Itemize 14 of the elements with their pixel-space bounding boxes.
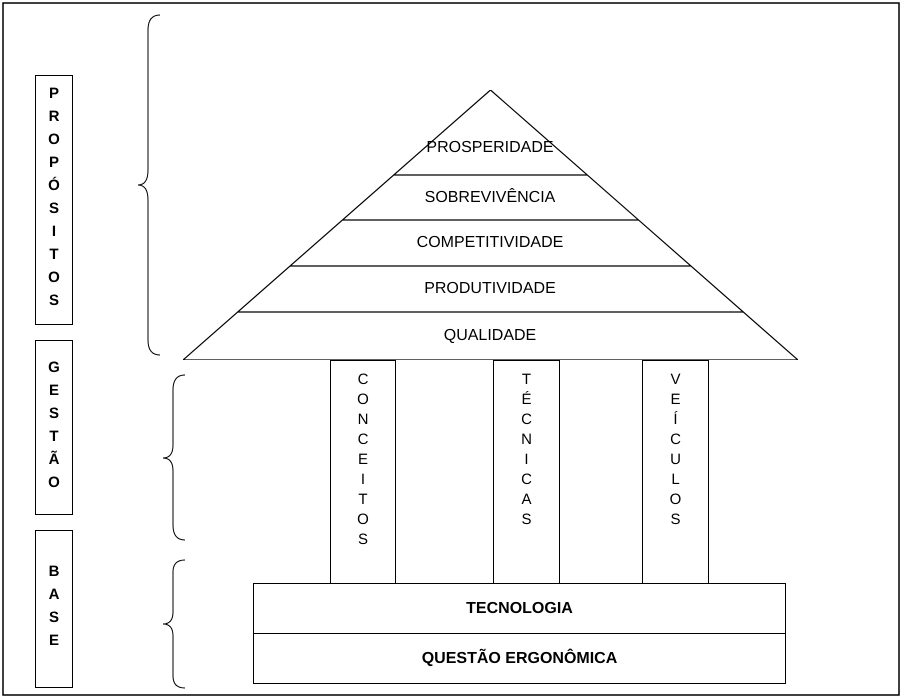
pillar: VEÍCULOS <box>642 360 709 584</box>
roof-triangle <box>182 90 798 360</box>
pillar: TÉCNICAS <box>493 360 560 584</box>
label-box: GESTÃO <box>35 340 73 515</box>
label-box: BASE <box>35 530 73 688</box>
roof-band-label: PROSPERIDADE <box>400 125 580 170</box>
pillar: CONCEITOS <box>330 360 396 584</box>
foundation-block: TECNOLOGIA <box>253 583 786 634</box>
roof-band-label: QUALIDADE <box>241 314 739 358</box>
label-box: PROPÓSITOS <box>35 75 73 325</box>
roof-band-label: PRODUTIVIDADE <box>294 268 686 310</box>
foundation-block: QUESTÃO ERGONÔMICA <box>253 633 786 684</box>
roof-band-label: SOBREVIVÊNCIA <box>397 177 583 218</box>
roof-band-label: COMPETITIVIDADE <box>346 222 634 264</box>
